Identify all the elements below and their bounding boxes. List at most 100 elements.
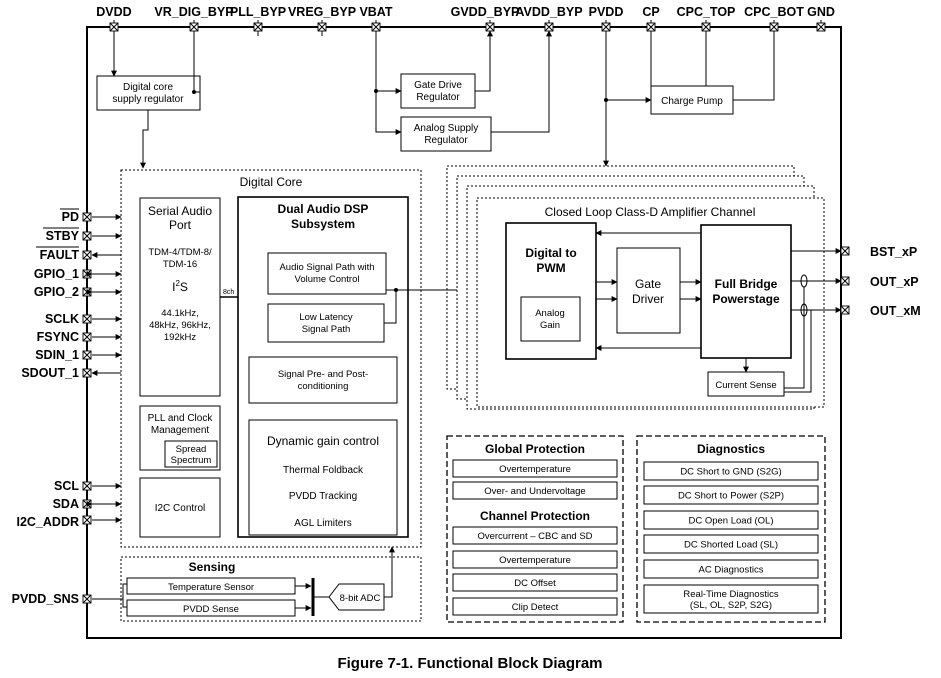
top-pins: DVDD VR_DIG_BYP PLL_BYP VREG_BYP VBAT GV… xyxy=(96,5,835,36)
left-pin-box-3 xyxy=(82,269,92,279)
digital-core-regulator-label-1: Digital core xyxy=(123,82,173,93)
audio-path-label-2: Volume Control xyxy=(295,274,360,285)
pin-gpio-2: GPIO_2 xyxy=(34,285,79,299)
svg-text:DC Open Load (OL): DC Open Load (OL) xyxy=(688,516,773,527)
digital-core xyxy=(120,169,422,548)
left-pins: PD STBY FAULT GPIO_1 GPIO_2 SCLK FSYNC S… xyxy=(12,208,92,606)
sensing-panel xyxy=(120,556,422,622)
top-pin-box-9 xyxy=(701,22,711,32)
gate-drive-regulator-label-1: Gate Drive xyxy=(414,80,462,91)
left-pin-box-1 xyxy=(82,231,92,241)
digital-core-title: Digital Core xyxy=(240,175,303,189)
left-pin-box-7 xyxy=(82,350,92,360)
pin-cp: CP xyxy=(642,5,659,19)
dynamic-gain-control xyxy=(248,419,398,536)
left-pin-box-11 xyxy=(82,515,92,525)
left-pin-box-12 xyxy=(82,594,92,604)
left-pin-box-8 xyxy=(82,368,92,378)
diag-item-4: AC Diagnostics xyxy=(643,559,819,579)
signal-pre-post-conditioning xyxy=(248,356,398,404)
analog-gain xyxy=(520,296,581,342)
spread-label-2: Spectrum xyxy=(171,455,212,466)
sample-rate-3: 192kHz xyxy=(164,332,196,343)
channel-protection-item-1: Overtemperature xyxy=(452,550,618,569)
top-pin-box-2 xyxy=(253,22,263,32)
svg-text:Clip Detect: Clip Detect xyxy=(512,602,559,613)
thermal-foldback-label: Thermal Foldback xyxy=(283,465,364,476)
analog-supply-regulator-label-1: Analog Supply xyxy=(414,123,479,134)
global-protection-title: Global Protection xyxy=(485,442,585,456)
diag-realtime-label-1: Real-Time Diagnostics xyxy=(683,589,778,600)
right-pin-box-1 xyxy=(840,276,850,286)
i2s-label: I2S xyxy=(172,279,188,294)
gate-driver xyxy=(616,247,681,334)
diag-realtime-label-2: (SL, OL, S2P, S2G) xyxy=(690,600,772,611)
full-bridge-powerstage xyxy=(700,224,792,359)
dsp-title-2: Subsystem xyxy=(291,217,355,231)
left-pin-box-9 xyxy=(82,481,92,491)
serial-audio-title-1: Serial Audio xyxy=(148,204,212,218)
pre-post-label-2: conditioning xyxy=(298,381,349,392)
digital-core-regulator-label-2: supply regulator xyxy=(112,94,184,105)
audio-path-label-1: Audio Signal Path with xyxy=(279,262,374,273)
temperature-sensor-label: Temperature Sensor xyxy=(168,582,254,593)
pin-out-xm: OUT_xM xyxy=(870,304,921,318)
i2c-control xyxy=(139,477,221,538)
pin-vr-dig-byp: VR_DIG_BYP xyxy=(154,5,233,19)
channel-protection-item-3: Clip Detect xyxy=(452,597,618,616)
svg-text:Overcurrent – CBC and SD: Overcurrent – CBC and SD xyxy=(477,531,592,542)
pin-vbat: VBAT xyxy=(359,5,392,19)
protection-panel xyxy=(446,435,624,623)
pin-cpc-bot: CPC_BOT xyxy=(744,5,804,19)
pin-pvdd: PVDD xyxy=(589,5,624,19)
left-pin-box-5 xyxy=(82,314,92,324)
spread-label-1: Spread xyxy=(176,444,207,455)
global-protection-item-1: Over- and Undervoltage xyxy=(452,481,618,500)
figure-caption: Figure 7-1. Functional Block Diagram xyxy=(337,655,602,672)
dynamic-gain-label: Dynamic gain control xyxy=(267,434,379,448)
serial-audio-format-2: TDM-16 xyxy=(163,259,197,270)
pin-vreg-byp: VREG_BYP xyxy=(288,5,356,19)
svg-text:DC Shorted Load (SL): DC Shorted Load (SL) xyxy=(684,540,778,551)
svg-text:DC Short to Power (S2P): DC Short to Power (S2P) xyxy=(678,491,784,502)
pin-fsync: FSYNC xyxy=(37,330,79,344)
serial-audio-port xyxy=(139,197,221,397)
chip-outline xyxy=(86,26,842,639)
pvdd-tracking-label: PVDD Tracking xyxy=(289,491,357,502)
top-pin-box-3 xyxy=(317,22,327,32)
d2p-label-1: Digital to xyxy=(525,246,576,260)
spread-spectrum xyxy=(164,440,218,468)
pre-post-label-1: Signal Pre- and Post- xyxy=(278,369,368,380)
serial-audio-title-2: Port xyxy=(169,218,192,232)
diagnostics-panel xyxy=(636,435,826,623)
pin-sclk: SCLK xyxy=(45,312,79,326)
svg-text:DC Offset: DC Offset xyxy=(514,578,556,589)
analog-gain-label-1: Analog xyxy=(535,308,565,319)
svg-text:Overtemperature: Overtemperature xyxy=(499,555,571,566)
full-bridge-label-1: Full Bridge xyxy=(715,277,778,291)
diag-item-realtime xyxy=(643,584,819,614)
left-pin-box-0 xyxy=(82,212,92,222)
agl-limiters-label: AGL Limiters xyxy=(294,518,351,529)
pll-label-1: PLL and Clock xyxy=(148,413,214,424)
analog-supply-regulator-label-2: Regulator xyxy=(424,135,468,146)
pin-stby: STBY xyxy=(46,229,80,243)
pin-pll-byp: PLL_BYP xyxy=(230,5,286,19)
analog-gain-label-2: Gain xyxy=(540,320,560,331)
pin-sdin-1: SDIN_1 xyxy=(35,348,79,362)
full-bridge-label-2: Powerstage xyxy=(712,292,780,306)
pin-gvdd-byp: GVDD_BYP xyxy=(451,5,520,19)
top-pin-box-0 xyxy=(109,22,119,32)
top-pin-box-11 xyxy=(816,22,826,32)
serial-audio-format-1: TDM-4/TDM-8/ xyxy=(148,247,212,258)
gate-driver-label-2: Driver xyxy=(632,292,664,306)
low-latency-label-2: Signal Path xyxy=(302,324,351,335)
diag-item-3: DC Shorted Load (SL) xyxy=(643,534,819,554)
svg-text:Over- and Undervoltage: Over- and Undervoltage xyxy=(484,486,585,497)
diag-item-1: DC Short to Power (S2P) xyxy=(643,485,819,505)
top-pin-box-8 xyxy=(646,22,656,32)
pll-label-2: Management xyxy=(151,425,210,436)
analog-supply-regulator xyxy=(400,116,492,152)
sensing-title: Sensing xyxy=(189,560,236,574)
